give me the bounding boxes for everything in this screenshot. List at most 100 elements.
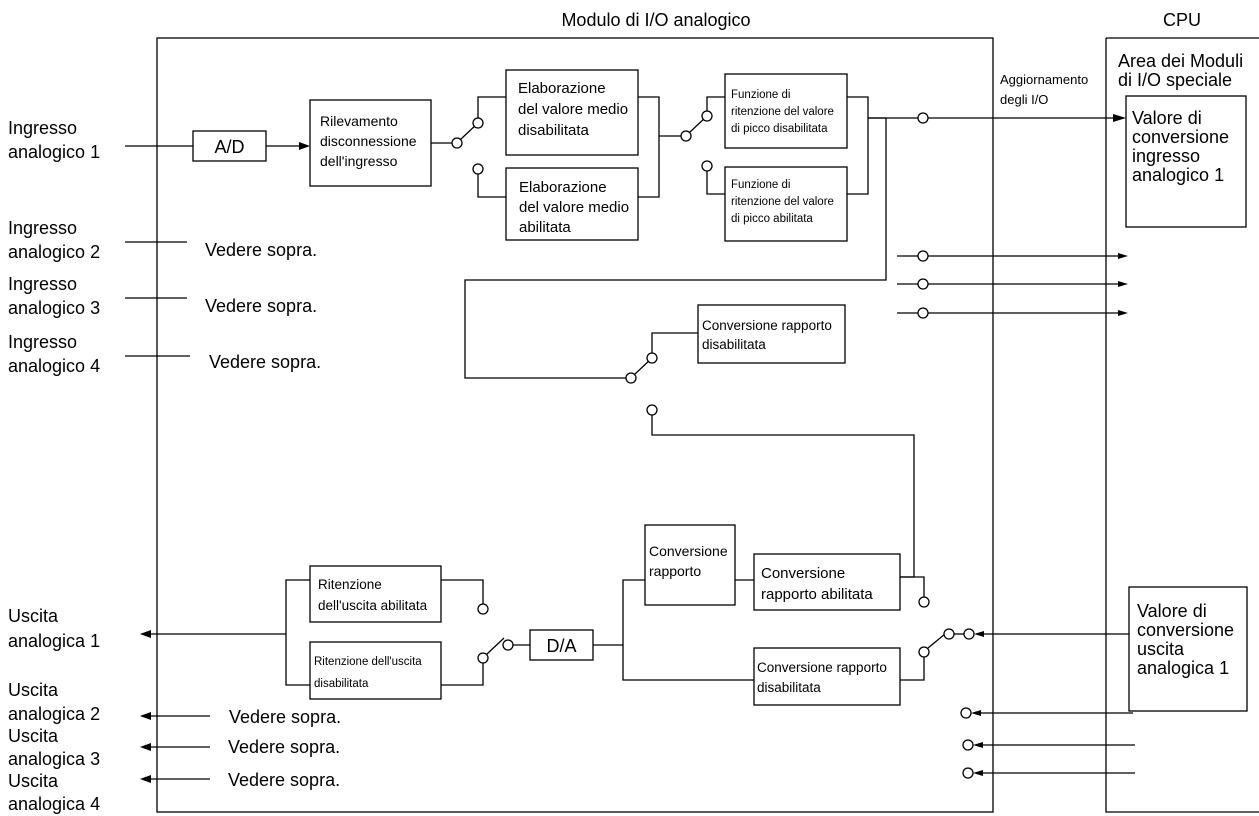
cpu-title: CPU [1163, 10, 1201, 30]
da-converter-block [529, 629, 594, 661]
peak-hold-enabled-label: Funzione di ritenzione del valore di pic… [731, 179, 837, 225]
input-4-note: Vedere sopra. [209, 352, 321, 372]
refresh-switch-input-2 [917, 250, 929, 262]
avg-disabled-block [505, 69, 639, 156]
arrowhead-refresh-output-4 [973, 770, 983, 776]
ratio-disabled-to-s5-line [900, 657, 925, 681]
output-4-note: Vedere sopra. [228, 770, 340, 790]
da-converter-label: D/A [546, 636, 576, 656]
switch-s2-pivot [680, 130, 692, 142]
cpu-input-value-label: Valore di conversione ingresso analogico… [1132, 108, 1234, 185]
da-to-ratio-disabled-line [622, 645, 754, 681]
arrowhead-output-2 [140, 712, 151, 720]
arrowhead-output-1 [140, 630, 151, 638]
ratio-conv-disabled-in-label: Conversione rapporto disabilitata [702, 318, 836, 352]
switch-s3-contact-b [646, 404, 658, 416]
switch-s5-pivot [943, 628, 955, 640]
da-to-ratio-line [593, 579, 645, 646]
refresh-switch-output-3 [962, 739, 974, 751]
refresh-switch-output-2 [960, 707, 972, 719]
output-3-note: Vedere sopra. [228, 737, 340, 757]
s1-to-avg-disabled-line [477, 96, 506, 118]
switch-s3-pivot [625, 372, 637, 384]
input-2-label: Ingresso analogico 2 [8, 218, 100, 262]
switch-s5-contact-b [918, 646, 930, 658]
switch-s4-contact-b [477, 652, 489, 664]
peak-hold-disabled-block [724, 73, 848, 149]
output-hold-disabled-label: Ritenzione dell'uscita disabilitata [314, 656, 425, 690]
output-2-label: Uscita analogica 2 [8, 680, 100, 724]
output-2-note: Vedere sopra. [229, 707, 341, 727]
s2-to-peak-disabled-line [706, 96, 725, 111]
input-2-note: Vedere sopra. [205, 240, 317, 260]
arrowhead-refresh-output-3 [973, 742, 983, 748]
switch-s3-contact-a [646, 352, 658, 364]
ratio-conv-enabled-label: Conversione rapporto abilitata [761, 565, 873, 603]
switch-s1-contact-b [472, 163, 484, 175]
ad-converter-label: A/D [214, 137, 244, 157]
arrowhead-detection [299, 142, 310, 150]
module-title: Modulo di I/O analogico [561, 10, 750, 30]
switch-s4-contact-a [477, 603, 489, 615]
arrowhead-refresh-output-1 [974, 631, 984, 637]
cpu-output-value-box [1128, 586, 1248, 712]
input-3-label: Ingresso analogico 3 [8, 274, 100, 318]
switch-s5-blade [927, 633, 946, 649]
arrowhead-refresh-output-2 [971, 710, 981, 716]
cpu-input-value-box [1125, 95, 1247, 228]
ratio-conv-disabled-in-block [697, 304, 846, 364]
arrowhead-cpu-input-1 [1113, 114, 1126, 122]
ad-converter-block [192, 130, 267, 162]
cpu-frame [1105, 37, 1259, 813]
output-hold-enabled-label: Ritenzione dell'uscita abilitata [318, 577, 428, 613]
switch-s2-contact-a [701, 110, 713, 122]
cpu-output-value-label: Valore di conversione uscita analogica 1 [1137, 601, 1239, 678]
switch-s4-pivot [502, 639, 514, 651]
avg-disabled-label: Elaborazione del valore medio disabilita… [518, 80, 632, 139]
peak-hold-disabled-label: Funzione di ritenzione del valore di pic… [731, 89, 837, 135]
refresh-switch-input-1 [917, 112, 929, 124]
switch-s2-contact-b [701, 160, 713, 172]
s1-to-avg-enabled-line [477, 174, 506, 198]
disconnect-detection-label: Rilevamento disconnessione dell'ingresso [320, 113, 420, 169]
avg-enabled-block [505, 167, 639, 241]
refresh-switch-input-4 [917, 307, 929, 319]
input-1-label: Ingresso analogico 1 [8, 118, 100, 162]
ratio-conv-enabled-block [753, 553, 901, 611]
refresh-switch-output-1 [963, 628, 975, 640]
loop-to-ratio-line [464, 117, 887, 379]
arrowhead-cpu-input-4 [1118, 310, 1128, 316]
s3-to-ratio-disabled-line [651, 332, 698, 353]
s2-to-peak-enabled-line [706, 171, 725, 195]
ratio-conv-block [644, 524, 736, 606]
output-1-label: Uscita analogica 1 [8, 606, 100, 651]
ratio-enabled-to-s5-line [900, 576, 925, 597]
arrowhead-cpu-input-2 [1118, 253, 1128, 259]
peak-merge-line [847, 96, 869, 195]
input-3-note: Vedere sopra. [205, 296, 317, 316]
refresh-switch-input-3 [917, 278, 929, 290]
output-hold-branch-line [285, 579, 310, 686]
avg-merge-line [638, 96, 660, 198]
arrowhead-cpu-input-3 [1118, 281, 1128, 287]
switch-s1-pivot [451, 137, 463, 149]
hold-disabled-to-s4-line [441, 663, 484, 686]
disconnect-detection-block [309, 99, 432, 187]
switch-s5-contact-a [918, 596, 930, 608]
io-refresh-label: Aggiornamento degli I/O [1000, 72, 1092, 107]
input-4-label: Ingresso analogico 4 [8, 332, 100, 376]
refresh-switch-output-4 [962, 767, 974, 779]
switch-s1-contact-a [472, 117, 484, 129]
output-hold-disabled-block [309, 641, 442, 700]
switch-s4-blade [486, 637, 505, 655]
ratio-conv-disabled-out-block [753, 647, 901, 706]
ratio-conv-label: Conversione rapporto [649, 543, 732, 579]
output-4-label: Uscita analogica 4 [8, 771, 100, 814]
cpu-area-label: Area dei Moduli di I/O speciale [1118, 51, 1248, 90]
output-3-label: Uscita analogica 3 [8, 726, 100, 769]
avg-enabled-label: Elaborazione del valore medio abilitata [519, 179, 633, 236]
arrowhead-output-4 [140, 775, 151, 783]
ratio-conv-disabled-out-label: Conversione rapporto disabilitata [757, 660, 891, 695]
arrowhead-output-3 [140, 743, 151, 751]
